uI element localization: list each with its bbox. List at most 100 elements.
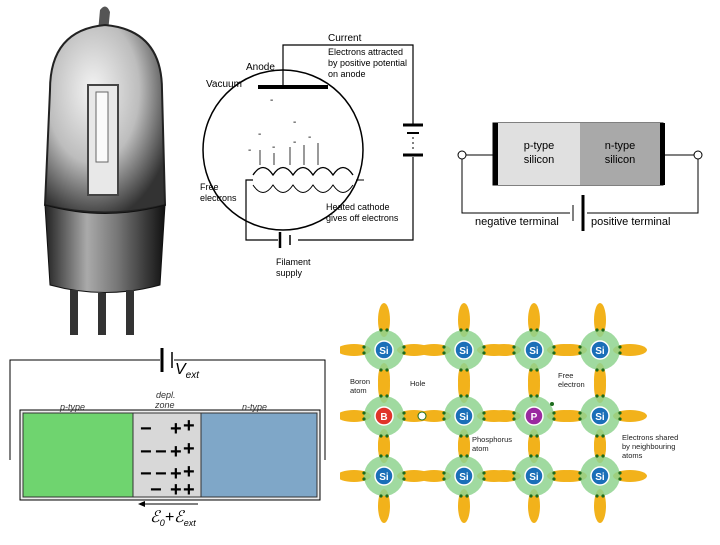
label-phosphorus-1: Phosphorus bbox=[472, 435, 512, 444]
label-vext-sub: ext bbox=[186, 370, 201, 381]
electron bbox=[595, 368, 599, 372]
label-negative-terminal: negative terminal bbox=[475, 216, 559, 228]
si-atom bbox=[374, 466, 394, 486]
label-shared-1: Electrons shared bbox=[622, 433, 678, 442]
electron bbox=[402, 411, 406, 415]
electron bbox=[595, 494, 599, 498]
label-filament-2: supply bbox=[276, 268, 303, 278]
label-pn-p-type: p-type bbox=[59, 402, 85, 412]
electron bbox=[552, 351, 556, 355]
label-depl-2: zone bbox=[154, 400, 175, 410]
p-region bbox=[22, 412, 134, 498]
si-atom-label: Si bbox=[595, 412, 605, 423]
label-shared-2: by neighbouring bbox=[622, 442, 675, 451]
label-shared-3: atoms bbox=[622, 451, 643, 460]
depletion-region bbox=[132, 412, 202, 498]
electron bbox=[512, 471, 516, 475]
boron-atom-label: B bbox=[380, 412, 387, 423]
electron bbox=[362, 411, 366, 415]
free-electron bbox=[550, 402, 554, 406]
svg-text:+: + bbox=[170, 441, 182, 463]
electron bbox=[442, 411, 446, 415]
electron bbox=[552, 471, 556, 475]
boron-atom bbox=[374, 406, 394, 426]
electron bbox=[595, 454, 599, 458]
electron bbox=[529, 368, 533, 372]
svg-text:-: - bbox=[258, 129, 261, 140]
si-atom-label: Si bbox=[595, 472, 605, 483]
svg-text:−: − bbox=[140, 463, 152, 485]
electron bbox=[512, 351, 516, 355]
electron bbox=[535, 394, 539, 398]
si-atom bbox=[590, 340, 610, 360]
electron bbox=[442, 417, 446, 421]
electron bbox=[362, 477, 366, 481]
electron bbox=[465, 494, 469, 498]
electron bbox=[465, 434, 469, 438]
electron bbox=[618, 477, 622, 481]
label-cathode-2: gives off electrons bbox=[326, 213, 399, 223]
electron bbox=[535, 368, 539, 372]
electron bbox=[482, 471, 486, 475]
label-boron-1: Boron bbox=[350, 377, 370, 386]
electron bbox=[552, 345, 556, 349]
electron bbox=[601, 394, 605, 398]
electron bbox=[442, 471, 446, 475]
n-region bbox=[200, 412, 318, 498]
hole bbox=[417, 411, 427, 421]
electron bbox=[362, 351, 366, 355]
electron bbox=[385, 454, 389, 458]
label-vacuum: Vacuum bbox=[206, 79, 242, 90]
label-p-type-2: silicon bbox=[524, 154, 555, 166]
electron bbox=[465, 368, 469, 372]
svg-text:-: - bbox=[293, 117, 296, 128]
si-atom bbox=[524, 340, 544, 360]
electron bbox=[459, 368, 463, 372]
electron bbox=[601, 454, 605, 458]
label-free-1: Free bbox=[200, 182, 219, 192]
electron bbox=[362, 471, 366, 475]
si-atom-label: Si bbox=[459, 346, 469, 357]
electron bbox=[529, 394, 533, 398]
svg-text:-: - bbox=[270, 95, 273, 106]
electron bbox=[362, 417, 366, 421]
label-anode: Anode bbox=[246, 62, 275, 73]
svg-text:−: − bbox=[155, 441, 167, 463]
si-atom bbox=[374, 340, 394, 360]
si-atom bbox=[454, 406, 474, 426]
svg-text:+: + bbox=[170, 479, 182, 501]
label-pn-n-type: n-type bbox=[242, 402, 267, 412]
svg-text:+: + bbox=[183, 479, 195, 501]
label-attracted-2: by positive potential bbox=[328, 58, 407, 68]
electron bbox=[552, 417, 556, 421]
electron bbox=[618, 345, 622, 349]
si-atom-label: Si bbox=[459, 412, 469, 423]
electron bbox=[535, 434, 539, 438]
svg-text:+: + bbox=[183, 461, 195, 483]
electron bbox=[402, 477, 406, 481]
label-hole: Hole bbox=[410, 379, 425, 388]
si-atom-label: Si bbox=[529, 472, 539, 483]
electron bbox=[595, 434, 599, 438]
label-free-1: Free bbox=[558, 371, 573, 380]
electron bbox=[402, 345, 406, 349]
phosphorus-atom bbox=[524, 406, 544, 426]
svg-text:−: − bbox=[155, 463, 167, 485]
electron bbox=[595, 394, 599, 398]
electron bbox=[601, 368, 605, 372]
electron bbox=[465, 454, 469, 458]
si-atom-label: Si bbox=[379, 346, 389, 357]
svg-text:+: + bbox=[170, 418, 182, 440]
electron bbox=[465, 328, 469, 332]
label-filament-1: Filament bbox=[276, 257, 311, 267]
electron bbox=[578, 471, 582, 475]
electron bbox=[442, 351, 446, 355]
label-field-sub-ext: ext bbox=[184, 518, 197, 528]
electron bbox=[402, 471, 406, 475]
si-atom-label: Si bbox=[529, 346, 539, 357]
label-depl-1: depl. bbox=[156, 390, 176, 400]
label-field-sub0: 0 bbox=[160, 518, 165, 528]
electron bbox=[362, 345, 366, 349]
svg-text:-: - bbox=[308, 132, 311, 143]
